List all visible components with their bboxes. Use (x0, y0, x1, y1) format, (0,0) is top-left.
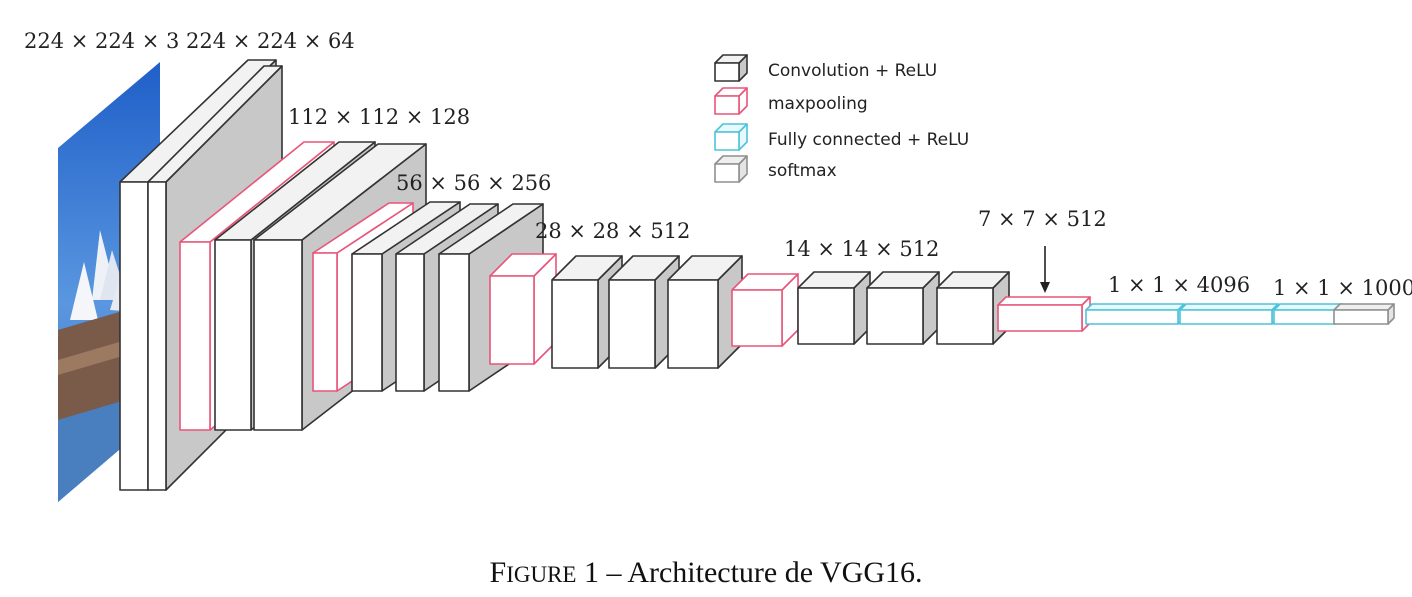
conv5-2-block (866, 271, 940, 345)
dim-label-conv3: 56 × 56 × 256 (396, 171, 551, 195)
conv4-3-block-front (667, 279, 719, 369)
dim-label-conv2: 112 × 112 × 128 (288, 105, 470, 129)
pool1-block-front (179, 241, 211, 431)
pool5-block-front (997, 304, 1083, 332)
conv5-2-block-front (866, 287, 924, 345)
conv4-2-block-front (608, 279, 656, 369)
pool3-block-front (489, 275, 535, 365)
legend-label-maxpool: maxpooling (768, 94, 868, 114)
legend-conv-icon (714, 54, 748, 82)
fc6-block (1085, 303, 1185, 325)
legend-icons (714, 54, 748, 183)
legend-conv-icon-front (714, 62, 740, 82)
dim-label-conv1: 224 × 224 × 64 (186, 29, 355, 53)
figure-caption: FIGURE 1 – Architecture de VGG16. (490, 556, 923, 589)
legend-fc-icon-front (714, 131, 740, 151)
legend-label-fc: Fully connected + ReLU (768, 130, 969, 150)
legend-label-softmax: softmax (768, 161, 837, 181)
conv3-2-block-front (395, 253, 425, 392)
conv5-3-block-front (936, 287, 994, 345)
conv2-1-block-front (214, 239, 252, 431)
softmax-block (1333, 303, 1395, 325)
legend-label-conv: Convolution + ReLU (768, 61, 937, 81)
down-arrow-icon (1040, 246, 1050, 293)
dim-label-input: 224 × 224 × 3 (24, 29, 179, 53)
caption-prefix-smallcaps: IGURE (506, 562, 576, 587)
conv5-1-block-front (797, 287, 855, 345)
dim-label-conv5: 14 × 14 × 512 (784, 237, 939, 261)
conv4-3-block (667, 255, 743, 369)
pool5-block (997, 296, 1091, 332)
dim-label-pool5: 7 × 7 × 512 (978, 207, 1107, 231)
legend-fc-icon (714, 123, 748, 151)
fc7-block (1179, 303, 1279, 325)
conv1-2-block-front (147, 181, 167, 491)
legend-softmax-icon-front (714, 163, 740, 183)
conv3-1-block-front (351, 253, 383, 392)
softmax-block-top (1333, 303, 1395, 311)
pool3-block (489, 253, 557, 365)
legend: Convolution + ReLU maxpooling Fully conn… (714, 54, 969, 183)
pool5-block-top (997, 296, 1091, 306)
conv4-1-block-front (551, 279, 599, 369)
fc7-block-front (1179, 309, 1273, 325)
conv3-3-block-front (438, 253, 470, 392)
pool4-block (731, 273, 799, 347)
layer-blocks (119, 59, 1395, 491)
legend-maxpool-icon-front (714, 95, 740, 115)
fc7-block-top (1179, 303, 1279, 311)
conv5-3-block (936, 271, 1010, 345)
dim-label-conv4: 28 × 28 × 512 (535, 219, 690, 243)
caption-prefix-initial: F (490, 556, 507, 589)
dim-label-fc: 1 × 1 × 4096 (1108, 273, 1250, 297)
conv5-1-block (797, 271, 871, 345)
dim-label-softmax: 1 × 1 × 1000 (1273, 276, 1412, 300)
conv2-2-block-front (253, 239, 303, 431)
softmax-block-front (1333, 309, 1389, 325)
fc6-block-front (1085, 309, 1179, 325)
fc8-block (1273, 303, 1343, 325)
fc8-block-front (1273, 309, 1337, 325)
conv1-1-block-front (119, 181, 149, 491)
fc6-block-top (1085, 303, 1185, 311)
legend-maxpool-icon (714, 87, 748, 115)
legend-softmax-icon (714, 155, 748, 183)
fc8-block-top (1273, 303, 1343, 311)
caption-text: 1 – Architecture de VGG16. (576, 556, 922, 589)
pool2-block-front (312, 252, 338, 392)
pool4-block-front (731, 289, 783, 347)
